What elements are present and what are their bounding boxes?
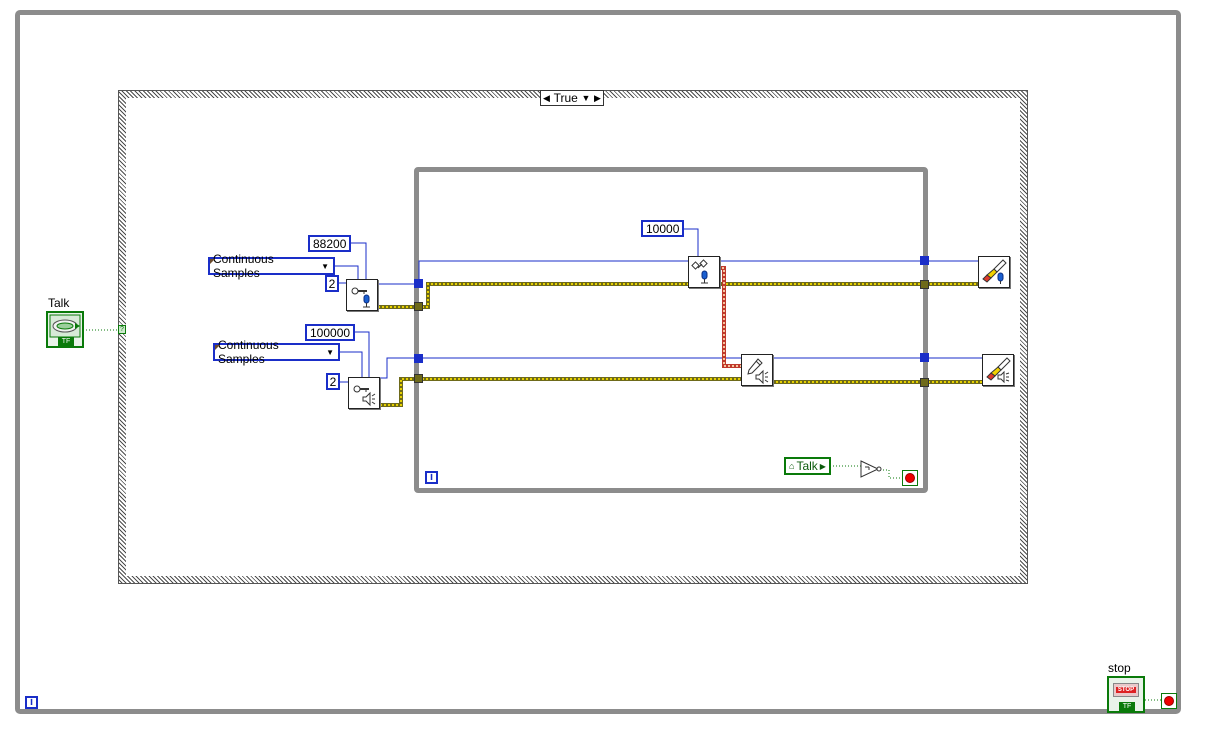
wire-input-rate — [345, 242, 367, 280]
case-structure — [118, 90, 1028, 584]
wire-input-task — [378, 260, 688, 285]
tunnel-output-error-out — [920, 378, 929, 387]
stop-condition-icon — [1164, 696, 1174, 706]
stop-label: stop — [1108, 661, 1131, 675]
output-mode-value: Continuous Samples — [218, 338, 279, 366]
local-variable-icon: ⌂ — [789, 461, 795, 471]
tunnel-output-error-in — [414, 374, 423, 383]
outer-iteration-terminal: i — [25, 696, 38, 709]
case-dropdown-icon[interactable]: ▼ — [581, 93, 591, 103]
output-channels-constant[interactable]: 2 — [326, 373, 340, 390]
case-selector-terminal: ? — [118, 325, 126, 334]
wire-input-mode — [333, 265, 359, 280]
output-mode-constant[interactable]: Continuous Samples ▼ — [213, 338, 340, 366]
sound-output-clear-vi[interactable] — [982, 354, 1014, 386]
outer-loop-stop-condition[interactable] — [1161, 693, 1177, 709]
tunnel-output-task-out — [920, 353, 929, 362]
inner-while-loop — [414, 167, 928, 493]
tunnel-input-task-in — [414, 279, 423, 288]
speaker-configure-icon — [353, 385, 376, 407]
dropdown-arrow-icon: ▼ — [321, 261, 329, 271]
microphone-configure-icon — [351, 287, 370, 308]
talk-terminal-type: TF — [58, 337, 74, 346]
case-prev-icon[interactable]: ◀ — [543, 92, 550, 103]
tunnel-output-task-in — [414, 354, 423, 363]
input-mode-constant[interactable]: Continuous Samples ▼ — [208, 252, 335, 280]
stop-condition-icon — [905, 473, 915, 483]
wire-output-task — [380, 357, 742, 379]
sound-input-clear-vi[interactable] — [978, 256, 1010, 288]
input-channels-constant[interactable]: 2 — [325, 275, 339, 292]
case-selector[interactable]: ◀ True ▼ ▶ — [540, 90, 604, 106]
tunnel-input-error-out — [920, 280, 929, 289]
talk-control-terminal[interactable]: TF — [46, 311, 84, 348]
stop-control-terminal[interactable]: STOP TF — [1107, 676, 1145, 713]
microphone-read-icon — [691, 259, 708, 284]
speaker-clear-icon — [986, 357, 1011, 384]
talk-local-variable-label: Talk — [796, 459, 818, 473]
tunnel-input-task-out — [920, 256, 929, 265]
sound-input-read-vi[interactable] — [688, 256, 720, 288]
output-rate-constant[interactable]: 100000 — [305, 324, 356, 341]
talk-label: Talk — [48, 296, 70, 310]
input-mode-value: Continuous Samples — [213, 252, 274, 280]
enum-corner-icon — [215, 345, 220, 350]
wire-error-output — [380, 377, 742, 407]
speaker-write-icon — [747, 358, 769, 385]
dropdown-arrow-icon: ▼ — [326, 347, 334, 357]
inner-loop-stop-condition[interactable] — [902, 470, 918, 486]
sound-output-configure-vi[interactable] — [348, 377, 380, 409]
case-selector-value: True — [553, 91, 578, 105]
stop-button-icon: STOP — [1113, 683, 1139, 697]
microphone-clear-icon — [982, 259, 1007, 284]
sound-output-write-vi[interactable] — [741, 354, 773, 386]
read-samples-constant[interactable]: 10000 — [641, 220, 685, 237]
stop-terminal-type: TF — [1119, 702, 1135, 711]
inner-iteration-terminal: i — [425, 471, 438, 484]
talk-toggle-icon — [49, 314, 81, 338]
input-rate-constant[interactable]: 88200 — [308, 235, 352, 252]
enum-corner-icon — [210, 259, 215, 264]
not-function-icon[interactable] — [860, 460, 882, 478]
stop-button-text: STOP — [1115, 687, 1137, 693]
wire-output-mode — [339, 351, 363, 378]
outer-while-loop — [15, 10, 1181, 714]
talk-local-variable[interactable]: ⌂ Talk ▶ — [784, 457, 831, 475]
wire-error-input — [378, 282, 688, 309]
sound-input-configure-vi[interactable] — [346, 279, 378, 311]
wire-not-to-stop — [880, 469, 902, 479]
case-next-icon[interactable]: ▶ — [594, 92, 601, 103]
tunnel-input-error-in — [414, 302, 423, 311]
local-variable-arrow-icon: ▶ — [819, 461, 826, 471]
